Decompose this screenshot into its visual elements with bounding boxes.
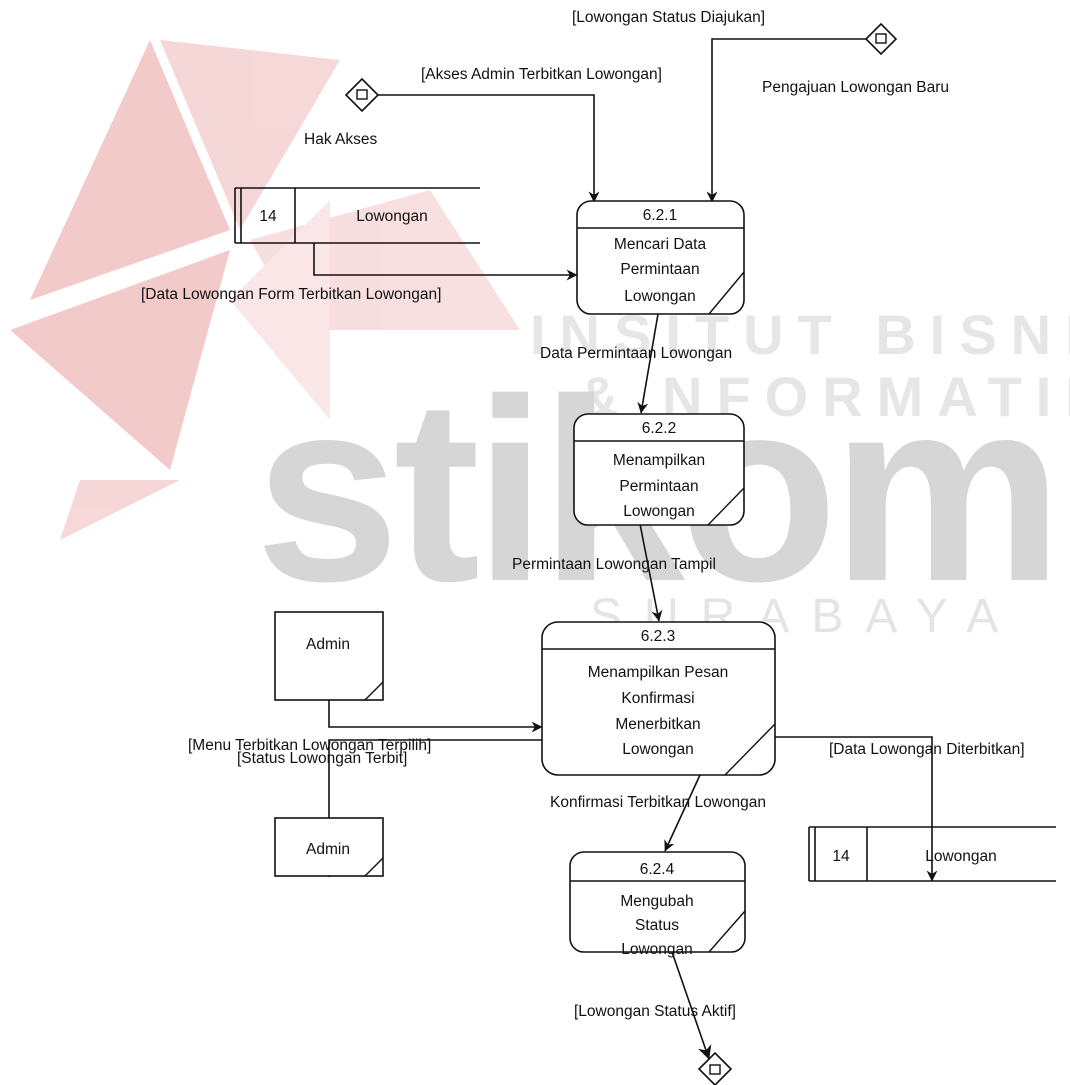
datastore-lowongan-bottom[interactable]: 14 Lowongan bbox=[808, 826, 1056, 882]
flow-menu-line bbox=[328, 700, 543, 733]
process-name-line: Lowongan bbox=[623, 503, 695, 520]
connector-hak-akses bbox=[344, 77, 380, 113]
process-name-line: Menerbitkan bbox=[615, 716, 700, 733]
flow-permintaan-tampil-line bbox=[639, 523, 663, 622]
flow-label-data-diterbitkan: [Data Lowongan Diterbitkan] bbox=[829, 741, 1025, 758]
process-6-2-2[interactable]: 6.2.2 Menampilkan Permintaan Lowongan bbox=[573, 413, 745, 526]
datastore-name: Lowongan bbox=[925, 848, 997, 865]
process-name-line: Mengubah bbox=[620, 893, 693, 910]
datastore-lowongan-top[interactable]: 14 Lowongan bbox=[234, 187, 480, 244]
flow-akses-admin-line bbox=[378, 94, 600, 203]
process-id: 6.2.2 bbox=[642, 420, 676, 437]
process-id: 6.2.1 bbox=[643, 207, 677, 224]
flow-data-diterbitkan-line bbox=[745, 736, 938, 882]
process-6-2-3[interactable]: 6.2.3 Menampilkan Pesan Konfirmasi Mener… bbox=[541, 621, 776, 776]
flow-label-menu: [Menu Terbitkan Lowongan Terpilih] bbox=[188, 737, 431, 754]
process-name-line: Status bbox=[635, 917, 679, 934]
flow-konfirmasi-line bbox=[664, 774, 701, 852]
flow-data-form-line bbox=[313, 243, 578, 281]
external-name: Admin bbox=[306, 841, 350, 858]
process-id: 6.2.3 bbox=[641, 628, 675, 645]
connector-label-pengajuan: Pengajuan Lowongan Baru bbox=[762, 79, 949, 96]
connector-label-hak-akses: Hak Akses bbox=[304, 131, 377, 148]
process-id: 6.2.4 bbox=[640, 861, 675, 878]
connector-pengajuan bbox=[864, 22, 898, 56]
datastore-id: 14 bbox=[832, 848, 850, 865]
process-name-line: Menampilkan bbox=[613, 452, 705, 469]
process-name-line: Konfirmasi bbox=[621, 690, 694, 707]
flow-label-konfirmasi: Konfirmasi Terbitkan Lowongan bbox=[550, 794, 766, 811]
process-6-2-1[interactable]: 6.2.1 Mencari Data Permintaan Lowongan bbox=[576, 200, 745, 315]
process-name-line: Menampilkan Pesan bbox=[588, 664, 728, 681]
external-admin-bottom[interactable]: Admin bbox=[274, 817, 384, 877]
flow-label-status-diajukan: [Lowongan Status Diajukan] bbox=[572, 9, 765, 26]
flow-label-data-permintaan: Data Permintaan Lowongan bbox=[540, 345, 732, 362]
labels: Hak Akses Pengajuan Lowongan Baru [Lowon… bbox=[141, 9, 1025, 1020]
flow-status-aktif-line bbox=[671, 951, 712, 1060]
process-name-line: Lowongan bbox=[624, 288, 696, 305]
process-name-line: Permintaan bbox=[620, 261, 699, 278]
flow-label-data-form: [Data Lowongan Form Terbitkan Lowongan] bbox=[141, 286, 441, 303]
flow-label-permintaan-tampil: Permintaan Lowongan Tampil bbox=[512, 556, 716, 573]
external-admin-top[interactable]: Admin bbox=[274, 611, 384, 701]
external-name: Admin bbox=[306, 636, 350, 653]
process-name-line: Mencari Data bbox=[614, 236, 707, 253]
connector-status-aktif bbox=[697, 1051, 733, 1085]
watermark: INSITUT BISNI & NFORMATIK stikom SURABAY… bbox=[10, 40, 1070, 643]
datastore-name: Lowongan bbox=[356, 208, 428, 225]
flow-label-status-aktif: [Lowongan Status Aktif] bbox=[574, 1003, 736, 1020]
flow-label-status-terbit: [Status Lowongan Terbit] bbox=[237, 750, 407, 767]
flow-status-diajukan-line bbox=[706, 38, 866, 203]
watermark-kite-logo bbox=[10, 40, 520, 540]
process-name-line: Permintaan bbox=[619, 478, 698, 495]
datastore-id: 14 bbox=[259, 208, 277, 225]
flow-data-permintaan-line bbox=[637, 313, 659, 414]
process-name-line: Lowongan bbox=[621, 941, 693, 958]
flow-label-akses-admin: [Akses Admin Terbitkan Lowongan] bbox=[421, 66, 662, 83]
process-6-2-4[interactable]: 6.2.4 Mengubah Status Lowongan bbox=[569, 851, 746, 958]
process-name-line: Lowongan bbox=[622, 741, 694, 758]
